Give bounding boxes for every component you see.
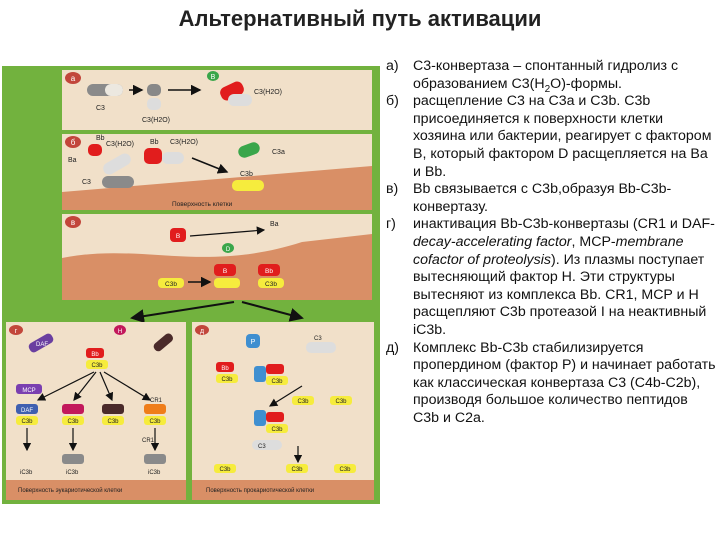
svg-text:C3: C3 xyxy=(314,336,322,342)
panel-label: а xyxy=(71,74,76,83)
svg-text:D: D xyxy=(226,247,231,253)
list-item-d: д) Комплекс Вb-С3b стабилизируется пропе… xyxy=(386,339,716,426)
svg-text:Ba: Ba xyxy=(68,157,77,164)
svg-text:C3: C3 xyxy=(82,179,91,186)
svg-text:B: B xyxy=(223,268,227,275)
list-item-v: в) Bb связывается с С3b,образуя Вb-С3b- … xyxy=(386,181,672,215)
panel-d: д P C3 Bb C3b C3b C3b C3b C3b C3 C3b C3b… xyxy=(192,322,374,500)
svg-text:Ba: Ba xyxy=(270,221,279,228)
svg-text:B: B xyxy=(211,74,216,81)
svg-text:iC3b: iC3b xyxy=(148,470,161,476)
svg-text:Поверхность клетки: Поверхность клетки xyxy=(172,201,233,208)
panel-a: а C3 C3(H2O) B C3(H2O) xyxy=(62,70,372,130)
svg-text:C3(H2O): C3(H2O) xyxy=(170,139,198,146)
svg-text:Bb: Bb xyxy=(96,135,105,142)
svg-text:C3b: C3b xyxy=(149,419,161,425)
svg-text:C3b: C3b xyxy=(339,467,351,473)
svg-text:Поверхность прокариотической к: Поверхность прокариотической клетки xyxy=(206,487,314,494)
svg-text:CR1: CR1 xyxy=(142,438,155,444)
svg-text:C3b: C3b xyxy=(107,419,119,425)
list-item-g: г) инактивация Вb-С3b-конвертазы (CR1 и … xyxy=(386,216,715,338)
svg-text:Поверхность эукариотической кл: Поверхность эукариотической клетки xyxy=(18,487,122,494)
svg-text:д: д xyxy=(200,328,204,335)
svg-text:г: г xyxy=(15,328,18,335)
svg-text:C3b: C3b xyxy=(265,281,277,288)
svg-text:C3b: C3b xyxy=(219,467,231,473)
panel-g: г DAF H Bb C3b MCP CR1 DAF C3b C3b C3b C… xyxy=(6,322,186,500)
svg-text:C3(H2O): C3(H2O) xyxy=(106,141,134,148)
svg-text:Bb: Bb xyxy=(91,352,99,358)
svg-text:C3b: C3b xyxy=(297,399,309,405)
svg-text:Bb: Bb xyxy=(150,139,159,146)
list-item-a: а) С3-конвертаза – спонтанный гидролиз с… xyxy=(386,58,679,95)
svg-text:C3b: C3b xyxy=(271,379,283,385)
pathway-figure: а C3 C3(H2O) B C3(H2O) б Ba Bb C3(H2O) C… xyxy=(2,66,380,504)
svg-text:DAF: DAF xyxy=(36,342,48,348)
svg-text:DAF: DAF xyxy=(21,408,33,414)
svg-text:б: б xyxy=(71,138,76,147)
svg-text:Bb: Bb xyxy=(265,268,273,275)
svg-text:Bb: Bb xyxy=(221,366,229,372)
explanation-list: а) С3-конвертаза – спонтанный гидролиз с… xyxy=(386,58,716,427)
svg-text:H: H xyxy=(118,329,122,335)
list-item-b: б) расщепление С3 на С3а и С3b. C3b прис… xyxy=(386,93,712,180)
svg-text:C3a: C3a xyxy=(272,149,285,156)
svg-text:C3: C3 xyxy=(258,444,266,450)
svg-text:P: P xyxy=(251,339,256,346)
slide-title: Альтернативный путь активации xyxy=(178,6,542,31)
svg-text:MCP: MCP xyxy=(22,388,35,394)
panel-b: б Ba Bb C3(H2O) C3 Bb C3(H2O) C3a C3b По… xyxy=(62,134,372,210)
svg-text:C3b: C3b xyxy=(67,419,79,425)
svg-text:C3b: C3b xyxy=(221,377,233,383)
svg-text:C3b: C3b xyxy=(271,427,283,433)
svg-text:C3b: C3b xyxy=(165,281,177,288)
svg-text:iC3b: iC3b xyxy=(20,470,33,476)
svg-text:C3(H2O): C3(H2O) xyxy=(142,117,170,124)
svg-text:CR1: CR1 xyxy=(150,398,163,404)
svg-text:C3b: C3b xyxy=(335,399,347,405)
svg-text:iC3b: iC3b xyxy=(66,470,79,476)
svg-text:C3b: C3b xyxy=(291,467,303,473)
svg-text:C3(H2O): C3(H2O) xyxy=(254,89,282,96)
svg-text:C3b: C3b xyxy=(21,419,33,425)
svg-text:C3b: C3b xyxy=(240,171,253,178)
svg-text:C3b: C3b xyxy=(91,363,103,369)
panel-v: в Ba B D C3b B Bb C3b xyxy=(62,214,372,300)
svg-text:в: в xyxy=(71,218,75,227)
svg-text:C3: C3 xyxy=(96,105,105,112)
svg-text:B: B xyxy=(176,233,180,240)
